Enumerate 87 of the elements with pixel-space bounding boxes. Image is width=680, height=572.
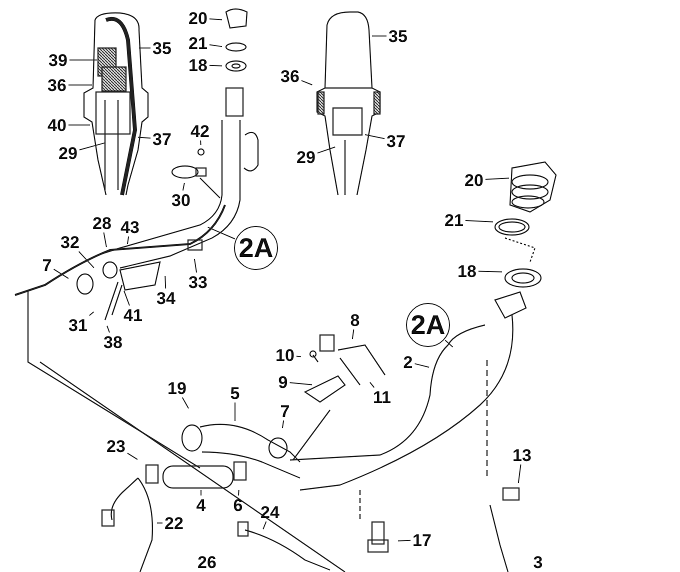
- callout-number: 24: [260, 504, 280, 520]
- callout-number: 39: [48, 52, 68, 68]
- leader-line: [53, 268, 69, 279]
- callout-number: 28: [92, 214, 112, 232]
- leader-line: [194, 258, 198, 273]
- callout-number: 23: [106, 438, 126, 454]
- leader-line: [200, 490, 202, 496]
- callout-number: 29: [296, 148, 316, 166]
- callout-number: 30: [170, 192, 192, 208]
- leader-line: [78, 251, 94, 268]
- callout-number: 4: [195, 496, 207, 514]
- callout-number: 41: [122, 306, 144, 324]
- callout-number: 13: [512, 446, 532, 464]
- leader-line: [182, 182, 185, 191]
- callout-number: 7: [279, 402, 291, 420]
- leader-line: [238, 490, 240, 496]
- leader-line: [182, 397, 190, 409]
- callout-number: 20: [188, 10, 208, 26]
- leader-line: [208, 64, 222, 66]
- callout-number: 11: [372, 388, 392, 406]
- callout-number: 7: [41, 256, 53, 274]
- leader-line: [106, 325, 110, 333]
- callout-number: 9: [277, 374, 289, 390]
- callout-number: 36: [46, 76, 68, 94]
- callout-number: 29: [58, 144, 78, 162]
- callout-number: 21: [444, 212, 464, 228]
- callout-number: 3: [532, 554, 544, 570]
- leader-line: [200, 140, 202, 146]
- leader-line: [289, 382, 313, 386]
- leader-line: [444, 340, 454, 348]
- callout-number: 31: [68, 316, 88, 334]
- leader-line: [156, 522, 164, 524]
- callout-number: 37: [152, 130, 172, 148]
- leader-line: [138, 136, 152, 139]
- leader-line: [124, 290, 130, 306]
- callout-number: 38: [102, 334, 124, 350]
- callout-number: 8: [349, 312, 361, 328]
- callout-number: 22: [164, 514, 184, 532]
- leader-line: [262, 521, 267, 530]
- leader-line: [369, 382, 375, 388]
- leader-line: [398, 540, 412, 542]
- leader-line: [126, 452, 138, 460]
- callout-number: 5: [229, 384, 241, 402]
- callout-number: 10: [274, 346, 296, 364]
- circled-callout: 2A: [234, 226, 278, 270]
- leader-line: [296, 356, 302, 358]
- callout-number: 21: [188, 34, 208, 52]
- leader-line: [208, 18, 222, 20]
- leader-line: [300, 80, 313, 86]
- leader-line: [208, 44, 223, 48]
- leader-line: [68, 124, 90, 126]
- leader-line: [316, 146, 336, 154]
- leader-line: [464, 220, 494, 222]
- leader-line: [484, 178, 510, 180]
- leader-line: [352, 329, 354, 340]
- callout-number: 6: [232, 496, 244, 514]
- callout-number: 18: [188, 56, 208, 74]
- callout-number: 18: [456, 262, 478, 280]
- callout-number: 34: [156, 290, 176, 306]
- leader-line: [364, 134, 386, 140]
- callout-number: 42: [190, 122, 210, 140]
- callout-number: 36: [280, 68, 300, 84]
- callout-number: 35: [152, 40, 172, 56]
- callout-number: 19: [166, 380, 188, 396]
- leader-line: [234, 402, 236, 422]
- callout-number: 35: [388, 28, 408, 44]
- leader-line: [478, 270, 502, 272]
- callout-number: 32: [60, 234, 80, 250]
- callout-number: 17: [412, 532, 432, 548]
- leader-line: [414, 363, 430, 368]
- circled-callout: 2A: [406, 303, 450, 347]
- callout-number: 2: [402, 354, 414, 370]
- leader-line: [282, 420, 284, 429]
- callout-number: 43: [120, 218, 140, 236]
- callout-number: 33: [188, 274, 208, 290]
- callout-number: 20: [464, 172, 484, 188]
- leader-line: [518, 464, 522, 484]
- callout-number: 37: [386, 132, 406, 150]
- leader-line: [164, 276, 166, 289]
- leader-line: [68, 84, 92, 86]
- callout-number: 40: [46, 116, 68, 134]
- leader-line: [126, 236, 130, 245]
- callout-number: 26: [196, 554, 218, 570]
- leader-line: [207, 226, 236, 240]
- leader-line: [103, 232, 107, 248]
- leader-line: [78, 142, 106, 150]
- leader-line: [88, 311, 94, 316]
